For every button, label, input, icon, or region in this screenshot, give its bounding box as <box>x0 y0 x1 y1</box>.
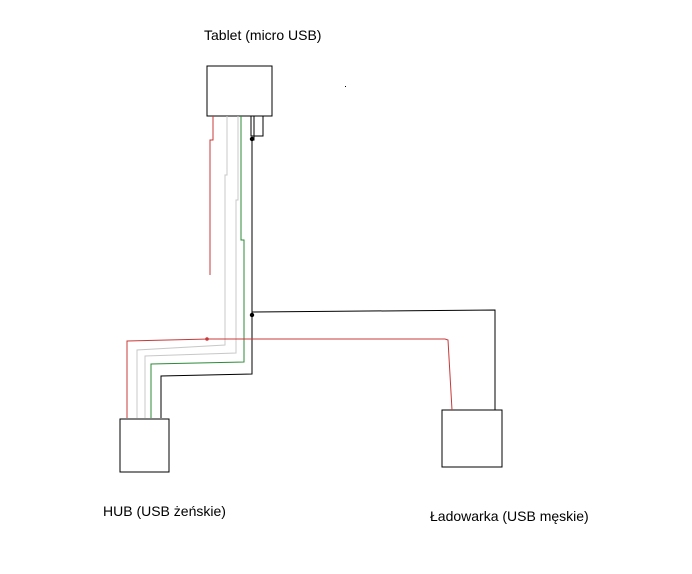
wire-red-tablet-stub <box>209 116 214 275</box>
junction-dot-top <box>249 136 255 142</box>
junction-dot-mid <box>249 312 255 318</box>
tablet-label: Tablet (micro USB) <box>204 27 322 43</box>
wire-black-main <box>160 116 255 418</box>
wire-black-charger <box>251 309 496 410</box>
hub-box <box>119 418 170 473</box>
stray-dot <box>345 86 346 87</box>
hub-label: HUB (USB żeńskie) <box>103 503 226 519</box>
wire-white <box>136 116 228 418</box>
charger-label: Ładowarka (USB męskie) <box>430 508 589 524</box>
wire-black-tablet-loop <box>250 116 264 137</box>
tablet-box <box>206 65 273 117</box>
wire-red-charger <box>126 338 453 418</box>
charger-box <box>441 409 503 468</box>
wire-green <box>150 116 245 418</box>
wire-white-2 <box>144 116 239 418</box>
junction-dot-red <box>205 337 209 341</box>
